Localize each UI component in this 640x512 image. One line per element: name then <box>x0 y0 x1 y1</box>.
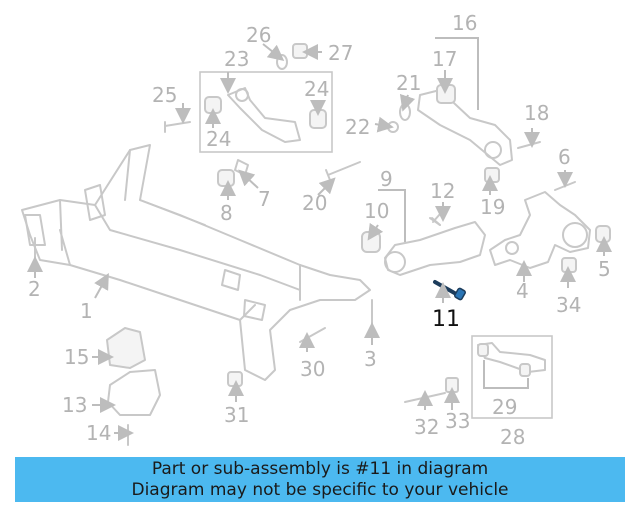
callout-31: 31 <box>224 403 249 427</box>
bolt-11-highlight <box>433 280 466 301</box>
callout-26: 26 <box>246 23 271 47</box>
callout-30: 30 <box>300 357 325 381</box>
callout-25: 25 <box>152 83 177 107</box>
callout-19: 19 <box>480 195 505 219</box>
callout-9: 9 <box>380 167 393 191</box>
callout-14: 14 <box>86 421 111 445</box>
callout-15: 15 <box>64 345 89 369</box>
callout-4: 4 <box>516 279 529 303</box>
knuckle-4-drawing <box>489 181 611 273</box>
lower-left-parts <box>106 327 243 446</box>
callout-18: 18 <box>524 101 549 125</box>
callout-1: 1 <box>80 299 93 323</box>
callout-29: 29 <box>492 395 517 419</box>
callout-11-highlighted: 11 <box>432 307 460 332</box>
banner-line-disclaimer: Diagram may not be specific to your vehi… <box>131 480 509 500</box>
callout-24-left: 24 <box>206 127 231 151</box>
callout-16: 16 <box>452 11 477 35</box>
callout-6: 6 <box>558 145 571 169</box>
info-banner: Part or sub-assembly is #11 in diagram D… <box>15 457 625 502</box>
arm-16-drawing <box>387 84 541 183</box>
banner-line-part: Part or sub-assembly is #11 in diagram <box>151 459 489 479</box>
callout-28: 28 <box>500 425 525 449</box>
callout-23: 23 <box>224 47 249 71</box>
callout-32: 32 <box>414 415 439 439</box>
callout-21: 21 <box>396 71 421 95</box>
callout-22: 22 <box>345 115 370 139</box>
callout-numbers: 1 2 3 4 5 6 7 8 9 10 11 12 13 14 15 16 1… <box>28 11 611 449</box>
subframe-drawing <box>21 144 371 381</box>
callout-8: 8 <box>220 201 233 225</box>
box-23 <box>199 71 333 153</box>
arm-9-drawing <box>361 213 486 276</box>
callout-20: 20 <box>302 191 327 215</box>
callout-5: 5 <box>598 257 611 281</box>
callout-24-right: 24 <box>304 77 329 101</box>
callout-13: 13 <box>62 393 87 417</box>
link-29-drawing <box>477 342 546 377</box>
callout-34: 34 <box>556 293 581 317</box>
callout-3: 3 <box>364 347 377 371</box>
callout-17: 17 <box>432 47 457 71</box>
callout-7: 7 <box>258 187 271 211</box>
callout-10: 10 <box>364 199 389 223</box>
callout-12: 12 <box>430 179 455 203</box>
callout-27: 27 <box>328 41 353 65</box>
callout-2: 2 <box>28 277 41 301</box>
leader-lines <box>27 37 612 441</box>
box-28 <box>471 335 553 419</box>
callout-33: 33 <box>445 409 470 433</box>
